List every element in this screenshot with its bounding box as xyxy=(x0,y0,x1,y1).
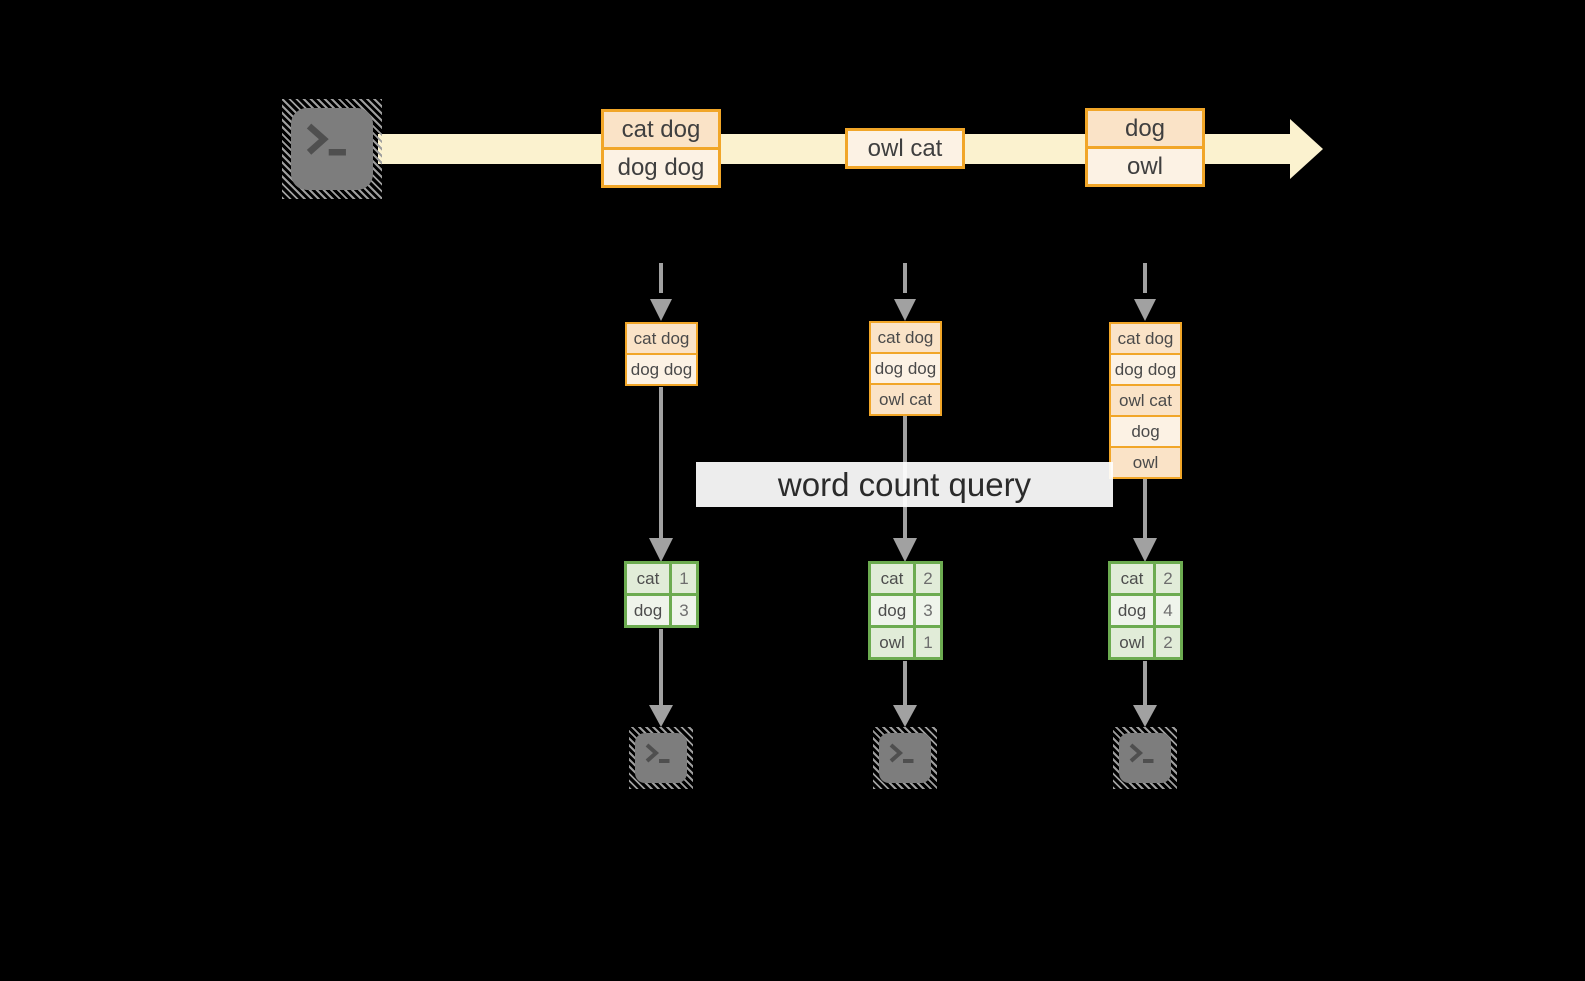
count-word-cell: owl xyxy=(871,628,913,657)
terminal-prompt-glyph xyxy=(306,123,346,156)
terminal-sink-icon-1 xyxy=(629,727,693,789)
output-arrow-2 xyxy=(893,661,917,727)
buffer-item: cat dog xyxy=(627,324,696,353)
buffer-list-3: cat dog dog dog owl cat dog owl xyxy=(1109,322,1182,479)
query-arrow-3 xyxy=(1133,479,1157,562)
count-word-cell: dog xyxy=(871,596,913,625)
count-word-cell: dog xyxy=(627,596,669,625)
stream-batch-box-2: owl cat xyxy=(845,128,965,169)
buffer-item: owl cat xyxy=(871,385,940,414)
buffer-item: cat dog xyxy=(1111,324,1180,353)
buffer-list-1: cat dog dog dog xyxy=(625,322,698,386)
output-arrow-3 xyxy=(1133,661,1157,727)
count-value-cell: 1 xyxy=(672,564,696,593)
buffer-item: cat dog xyxy=(871,323,940,352)
terminal-screen xyxy=(879,733,931,783)
terminal-source-icon xyxy=(282,99,382,199)
count-table-1: cat 1 dog 3 xyxy=(624,561,699,628)
count-value-cell: 3 xyxy=(672,596,696,625)
terminal-screen xyxy=(1119,733,1171,783)
count-word-cell: dog xyxy=(1111,596,1153,625)
buffer-item: dog xyxy=(1111,417,1180,446)
count-word-cell: cat xyxy=(1111,564,1153,593)
terminal-sink-icon-2 xyxy=(873,727,937,789)
buffer-item: dog dog xyxy=(627,355,696,384)
query-arrow-1 xyxy=(649,387,673,562)
terminal-prompt-glyph xyxy=(1129,743,1154,763)
buffer-item: dog dog xyxy=(1111,355,1180,384)
batch-item: dog xyxy=(1088,111,1202,146)
ingest-arrow-2 xyxy=(894,263,916,321)
count-word-cell: cat xyxy=(871,564,913,593)
terminal-screen xyxy=(291,108,373,190)
count-table-2: cat 2 dog 3 owl 1 xyxy=(868,561,943,660)
count-table-3: cat 2 dog 4 owl 2 xyxy=(1108,561,1183,660)
terminal-screen xyxy=(635,733,687,783)
batch-item: dog dog xyxy=(604,150,718,185)
batch-item: owl cat xyxy=(848,131,962,166)
terminal-prompt-glyph xyxy=(645,743,670,763)
stream-batch-box-3: dog owl xyxy=(1085,108,1205,187)
buffer-list-2: cat dog dog dog owl cat xyxy=(869,321,942,416)
buffer-item: dog dog xyxy=(871,354,940,383)
word-count-query-banner: word count query xyxy=(696,462,1113,507)
ingest-arrow-3 xyxy=(1134,263,1156,321)
count-word-cell: cat xyxy=(627,564,669,593)
terminal-prompt-glyph xyxy=(889,743,914,763)
batch-item: cat dog xyxy=(604,112,718,147)
count-value-cell: 2 xyxy=(1156,564,1180,593)
count-value-cell: 1 xyxy=(916,628,940,657)
banner-label: word count query xyxy=(777,465,1032,503)
buffer-item: owl xyxy=(1111,448,1180,477)
output-arrow-1 xyxy=(649,629,673,727)
count-word-cell: owl xyxy=(1111,628,1153,657)
ingest-arrow-1 xyxy=(650,263,672,321)
stream-batch-box-1: cat dog dog dog xyxy=(601,109,721,188)
count-value-cell: 4 xyxy=(1156,596,1180,625)
buffer-item: owl cat xyxy=(1111,386,1180,415)
count-value-cell: 3 xyxy=(916,596,940,625)
terminal-sink-icon-3 xyxy=(1113,727,1177,789)
batch-item: owl xyxy=(1088,149,1202,184)
count-value-cell: 2 xyxy=(1156,628,1180,657)
count-value-cell: 2 xyxy=(916,564,940,593)
